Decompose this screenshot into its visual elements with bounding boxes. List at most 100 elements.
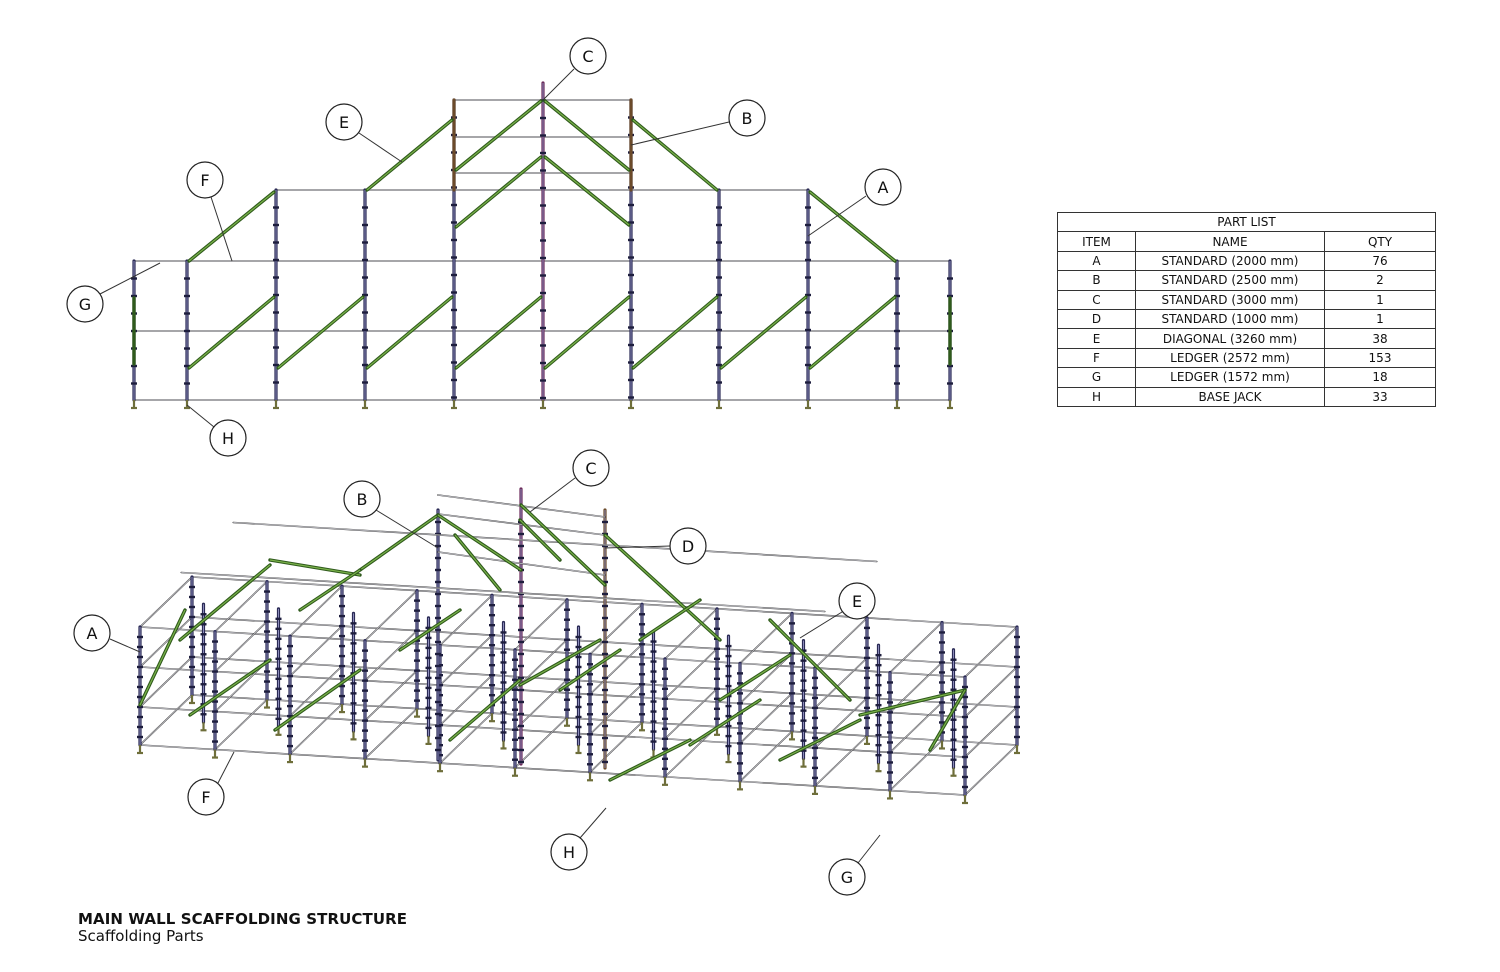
- rosette-node: [602, 700, 608, 704]
- rosette-node: [435, 544, 441, 548]
- rosette-node: [575, 715, 582, 719]
- rosette-node: [1014, 705, 1020, 709]
- callout-balloon-h: H: [209, 419, 247, 457]
- rosette-node: [737, 682, 743, 685]
- rosette-node: [540, 309, 546, 312]
- rosette-node: [805, 293, 811, 297]
- qty-cell: 1: [1324, 289, 1436, 310]
- balloon-circle: [325, 103, 363, 141]
- rosette-node: [339, 614, 345, 618]
- diagonal-highlight: [449, 679, 521, 741]
- rosette-node: [805, 206, 811, 209]
- rosette-node: [189, 635, 195, 639]
- rosette-node: [339, 654, 345, 658]
- rosette-node: [451, 343, 457, 347]
- rosette-node: [875, 733, 882, 737]
- item-cell: D: [1057, 308, 1136, 330]
- rosette-node: [716, 276, 722, 279]
- rosette-node: [200, 693, 207, 696]
- rosette-node: [451, 361, 457, 364]
- rosette-node: [362, 276, 368, 279]
- rosette-node: [287, 654, 293, 658]
- rosette-node: [628, 343, 634, 347]
- rosette-node: [564, 668, 570, 671]
- rosette-node: [425, 716, 432, 720]
- diagonal-highlight: [299, 569, 361, 611]
- rosette-node: [435, 640, 441, 644]
- diagonal-highlight: [454, 534, 501, 591]
- rosette-node: [812, 766, 818, 770]
- rosette-node: [500, 681, 507, 684]
- diagonal-highlight: [689, 699, 761, 746]
- rosette-node: [662, 667, 668, 671]
- rosette-node: [789, 682, 795, 685]
- rosette-node: [275, 687, 282, 691]
- leader-line: [799, 611, 843, 639]
- transverse-ledger-highlight: [739, 693, 793, 744]
- diagonal-highlight: [769, 619, 851, 701]
- rosette-node: [716, 206, 722, 209]
- rosette-node: [275, 717, 282, 721]
- rosette-node: [716, 363, 722, 367]
- rosette-node: [789, 722, 795, 725]
- rosette-node: [518, 544, 524, 548]
- rosette-node: [805, 381, 811, 384]
- rosette-node: [939, 631, 945, 634]
- rosette-node: [350, 622, 357, 625]
- rosette-node: [737, 672, 743, 675]
- rosette-node: [362, 699, 368, 702]
- rosette-node: [887, 781, 893, 784]
- rosette-node: [875, 683, 882, 687]
- rosette-node: [184, 347, 190, 350]
- balloon-circle: [728, 99, 766, 137]
- transverse-ledger-highlight: [439, 594, 493, 646]
- rosette-node: [540, 396, 546, 400]
- rosette-node: [602, 580, 608, 584]
- rosette-node: [489, 653, 495, 657]
- diagonal-highlight: [609, 739, 691, 781]
- rosette-node: [875, 753, 882, 757]
- rosette-node: [639, 673, 645, 676]
- rosette-node: [414, 609, 420, 612]
- rosette-node: [540, 379, 546, 382]
- diagonal-highlight: [359, 514, 439, 571]
- rosette-node: [639, 643, 645, 646]
- rosette-node: [414, 659, 420, 662]
- rosette-node: [362, 739, 368, 742]
- rosette-node: [1014, 715, 1020, 719]
- rosette-node: [737, 692, 743, 695]
- rosette-node: [362, 328, 368, 332]
- transverse-ledger-highlight: [739, 653, 793, 704]
- rosette-node: [875, 703, 882, 707]
- rosette-node: [812, 746, 818, 750]
- transverse-ledger-highlight: [139, 616, 193, 668]
- rosette-node: [789, 622, 795, 625]
- rosette-node: [362, 719, 368, 722]
- diagonal-highlight: [520, 504, 606, 586]
- rosette-node: [950, 718, 957, 721]
- rosette-node: [540, 221, 546, 225]
- rosette-node: [587, 703, 593, 706]
- rosette-node: [650, 690, 657, 693]
- rosette-node: [540, 344, 546, 347]
- rosette-node: [264, 610, 270, 613]
- rosette-node: [287, 724, 293, 728]
- rosette-node: [887, 691, 893, 694]
- balloon-label: B: [742, 109, 753, 128]
- rosette-node: [864, 636, 870, 640]
- transverse-ledger-highlight: [139, 576, 193, 628]
- diagonal-highlight: [809, 191, 896, 262]
- rosette-node: [714, 627, 720, 631]
- rosette-node: [628, 326, 634, 329]
- transverse-ledger-highlight: [964, 744, 1018, 796]
- rosette-node: [587, 693, 593, 696]
- rosette-node: [500, 651, 507, 654]
- rosette-node: [451, 256, 457, 259]
- callout-balloon-f: F: [186, 161, 224, 199]
- rosette-node: [489, 603, 495, 607]
- rosette-node: [287, 734, 293, 738]
- rosette-node: [500, 641, 507, 644]
- rosette-node: [350, 682, 357, 685]
- rosette-node: [273, 346, 279, 349]
